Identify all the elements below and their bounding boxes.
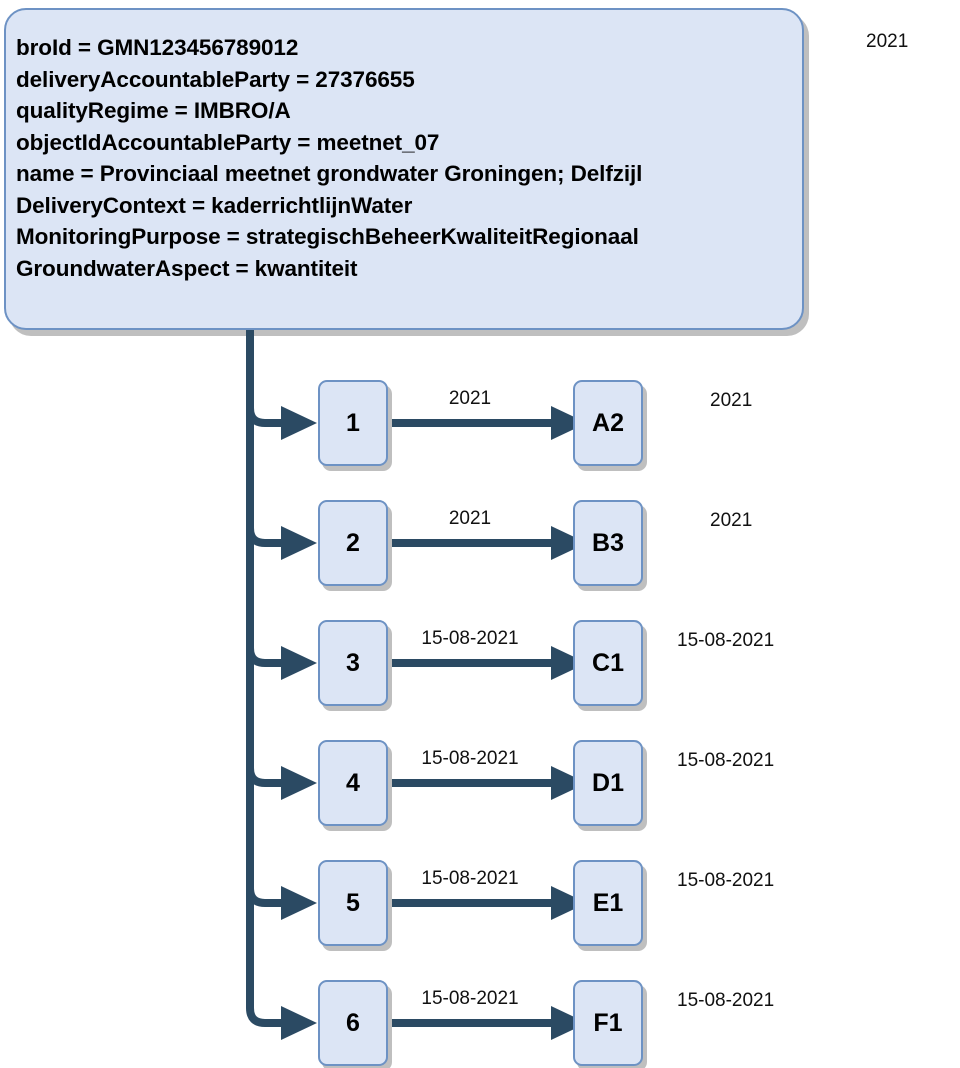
branch-arrowhead-5 bbox=[281, 886, 317, 920]
measuring-tube-node-c1[interactable]: C1 bbox=[573, 620, 643, 706]
measuring-tube-node-a2[interactable]: A2 bbox=[573, 380, 643, 466]
gmn-attributes-panel: broId = GMN123456789012 deliveryAccounta… bbox=[4, 8, 804, 330]
row-date-label-1: 2021 bbox=[710, 390, 753, 411]
measuring-tube-node-e1[interactable]: E1 bbox=[573, 860, 643, 946]
measuring-point-node-6[interactable]: 6 bbox=[318, 980, 388, 1066]
header-date-label: 2021 bbox=[866, 31, 909, 52]
edge-label-4: 15-08-2021 bbox=[421, 748, 519, 769]
branch-elbow-3 bbox=[246, 638, 283, 667]
measuring-point-node-1[interactable]: 1 bbox=[318, 380, 388, 466]
attribute-line-name: name = Provinciaal meetnet grondwater Gr… bbox=[16, 161, 643, 186]
measuring-point-node-4[interactable]: 4 bbox=[318, 740, 388, 826]
edge-label-3: 15-08-2021 bbox=[421, 628, 519, 649]
row-date-label-6: 15-08-2021 bbox=[677, 990, 775, 1011]
branch-elbow-6 bbox=[246, 998, 283, 1027]
attribute-line-objectidaccountableparty: objectIdAccountableParty = meetnet_07 bbox=[16, 129, 440, 155]
measuring-point-node-2[interactable]: 2 bbox=[318, 500, 388, 586]
attribute-line-qualityregime: qualityRegime = IMBRO/A bbox=[16, 98, 291, 123]
branch-elbow-1 bbox=[246, 398, 283, 427]
branch-arrowhead-1 bbox=[281, 406, 317, 440]
row-date-label-3: 15-08-2021 bbox=[677, 630, 775, 651]
row-date-label-2: 2021 bbox=[710, 510, 753, 531]
measuring-tube-node-d1[interactable]: D1 bbox=[573, 740, 643, 826]
attribute-line-groundwateraspect: GroundwaterAspect = kwantiteit bbox=[16, 255, 358, 281]
branch-arrowhead-6 bbox=[281, 1006, 317, 1040]
attribute-line-deliverycontext: DeliveryContext = kaderrichtlijnWater bbox=[16, 192, 413, 218]
measuring-point-node-3[interactable]: 3 bbox=[318, 620, 388, 706]
branch-arrowhead-3 bbox=[281, 646, 317, 680]
attribute-line-broid: broId = GMN123456789012 bbox=[16, 35, 299, 60]
measuring-tube-node-f1[interactable]: F1 bbox=[573, 980, 643, 1066]
row-date-label-4: 15-08-2021 bbox=[677, 750, 775, 771]
edge-label-1: 2021 bbox=[448, 388, 492, 409]
branch-elbow-4 bbox=[246, 758, 283, 787]
row-date-label-5: 15-08-2021 bbox=[677, 870, 775, 891]
attribute-line-deliveryaccountableparty: deliveryAccountableParty = 27376655 bbox=[16, 66, 415, 92]
branch-elbow-5 bbox=[246, 878, 283, 907]
branch-arrowhead-2 bbox=[281, 526, 317, 560]
attribute-line-monitoringpurpose: MonitoringPurpose = strategischBeheerKwa… bbox=[16, 224, 639, 249]
branch-arrowhead-4 bbox=[281, 766, 317, 800]
measuring-tube-node-b3[interactable]: B3 bbox=[573, 500, 643, 586]
edge-label-2: 2021 bbox=[448, 508, 492, 529]
branch-elbow-2 bbox=[246, 518, 283, 547]
measuring-point-node-5[interactable]: 5 bbox=[318, 860, 388, 946]
edge-label-5: 15-08-2021 bbox=[421, 868, 519, 889]
edge-label-6: 15-08-2021 bbox=[421, 988, 519, 1009]
